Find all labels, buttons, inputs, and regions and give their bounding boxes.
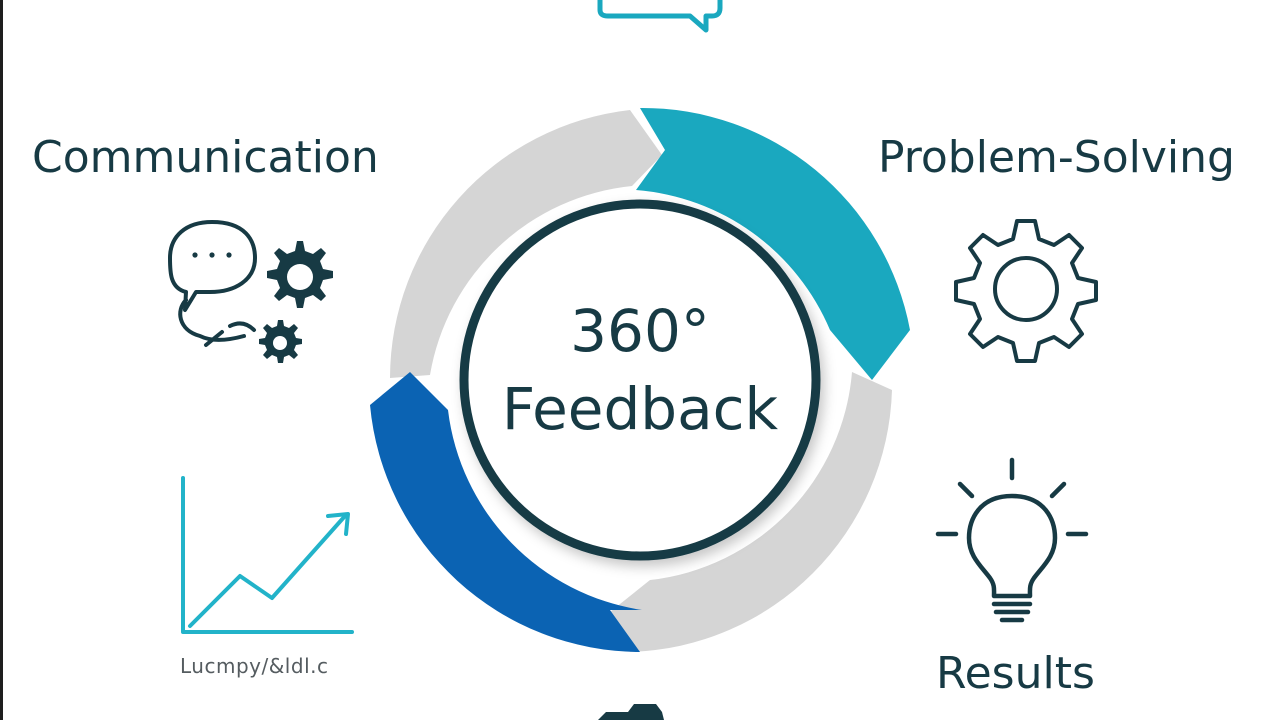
gear-icon-small (259, 320, 302, 363)
cycle-segment-teal (636, 107, 910, 381)
gear-icon-large (267, 241, 333, 308)
chat-bubble-icon (597, 0, 723, 33)
chart-caption: Lucmpy/&ldl.c (180, 654, 329, 678)
gear-icon (954, 219, 1098, 363)
cycle-segment-gray-bottom-right (610, 372, 892, 652)
center-circle (459, 199, 821, 561)
problem-solving-label: Problem-Solving (878, 132, 1235, 183)
center-title: 360° Feedback (470, 292, 810, 448)
lightbulb-icon (935, 457, 1089, 623)
cycle-segment-blue (370, 372, 642, 652)
left-border (0, 0, 3, 720)
communication-label: Communication (32, 132, 379, 183)
growth-chart-icon (181, 476, 354, 634)
center-title-degrees: 360° (570, 297, 710, 365)
center-title-feedback: Feedback (501, 375, 779, 443)
cycle-segment-gray-top-left (390, 110, 662, 378)
person-icon (598, 704, 664, 720)
results-label: Results (936, 648, 1095, 699)
cycle-ring (370, 107, 910, 652)
chat-gears-icon (168, 220, 257, 347)
